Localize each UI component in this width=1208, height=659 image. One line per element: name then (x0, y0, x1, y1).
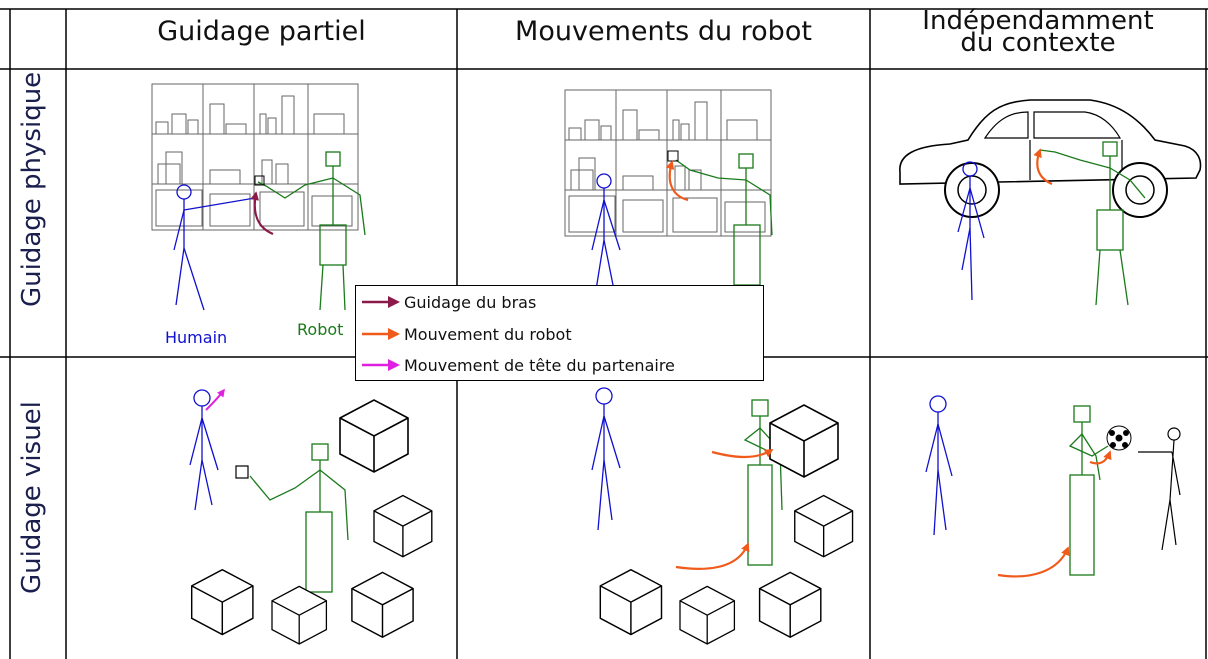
legend-item-head-movement: Mouvement de tête du partenaire (360, 351, 675, 379)
legend: Guidage du bras Mouvement du robot Mouve… (355, 285, 764, 381)
cell-physical-robot-moves (564, 89, 773, 291)
column-header-context: Indépendamment du contexte (870, 6, 1206, 58)
arm-guidance-arrow-icon (362, 296, 400, 308)
human-figure (173, 184, 256, 311)
column-header-context-line2: du contexte (960, 28, 1116, 58)
column-header-context-line1: Indépendamment (922, 6, 1154, 36)
legend-item-arm-guidance: Guidage du bras (360, 288, 536, 316)
head-movement-arrow-icon (362, 359, 400, 371)
row-label-physical: Guidage physique (17, 71, 47, 307)
legend-label-head-movement: Mouvement de tête du partenaire (404, 355, 675, 375)
row-label-visual: Guidage visuel (17, 401, 47, 594)
robot-label: Robot (297, 320, 344, 339)
legend-label-arm-guidance: Guidage du bras (404, 292, 537, 312)
legend-item-robot-movement: Mouvement du robot (360, 320, 572, 348)
robot-movement-arrow-icon (362, 328, 400, 340)
column-header-robot-moves: Mouvements du robot (515, 16, 812, 47)
cell-visual-partial (189, 388, 433, 645)
cell-physical-context (899, 99, 1202, 306)
legend-label-robot-movement: Mouvement du robot (404, 324, 572, 344)
human-label: Humain (165, 328, 228, 347)
cell-visual-robot-moves (591, 387, 854, 645)
cell-visual-context (925, 395, 1181, 578)
ball (1106, 425, 1132, 451)
cell-physical-partial (151, 83, 366, 311)
robot-figure (257, 151, 366, 311)
column-header-partial: Guidage partiel (157, 16, 366, 47)
